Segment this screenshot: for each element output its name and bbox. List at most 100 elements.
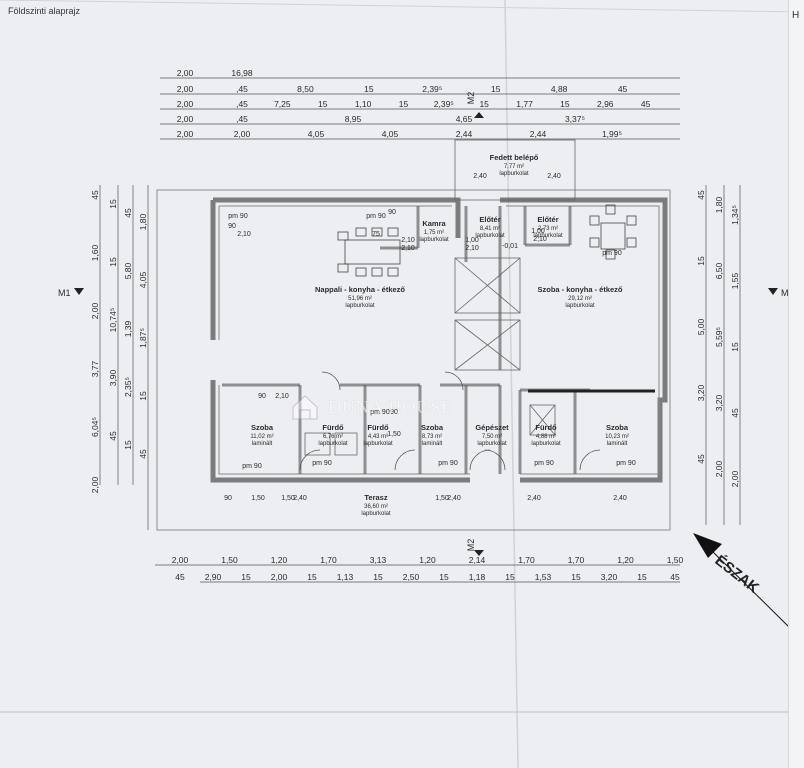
- room-name: Fürdő: [535, 423, 557, 432]
- dimension-label: 3,90: [108, 369, 118, 386]
- dimension-label: 1,34⁵: [730, 205, 740, 225]
- opening-label: pm 90: [602, 250, 622, 257]
- dimension-label: 45: [670, 572, 680, 582]
- dimension-label: 2,00: [90, 302, 100, 319]
- dimension-label: 1,20: [617, 555, 634, 565]
- dimension-label: 45: [696, 454, 706, 464]
- room-floor: lapburkolat: [361, 511, 391, 517]
- dimension-label: 2,00: [234, 129, 251, 139]
- room-name: Előtér: [537, 215, 558, 224]
- dimension-label: 45: [123, 208, 133, 218]
- section-label-bottom: M2: [466, 539, 476, 552]
- dimension-label: 2,00: [172, 555, 189, 565]
- house-logo-icon: [292, 395, 318, 420]
- opening-label: 2,40: [613, 495, 627, 502]
- room-floor: laminált: [422, 441, 443, 447]
- opening-label: pm 90: [438, 460, 458, 467]
- room-name: Szoba: [606, 423, 629, 432]
- dimension-label: 1,99⁵: [602, 129, 622, 139]
- dimension-label: 3,77: [90, 360, 100, 377]
- dimension-label: 1,10: [355, 99, 372, 109]
- opening-label: 1,50: [251, 495, 265, 502]
- dimension-label: 1,80: [138, 213, 148, 230]
- room-area: 36,60 m²: [364, 504, 388, 510]
- dimension-label: 15: [696, 256, 706, 266]
- opening-label: 90: [228, 223, 236, 230]
- duna-house-watermark: DUNA HOUSE: [290, 393, 454, 421]
- opening-label: 2,40: [547, 173, 561, 180]
- opening-label: 90: [390, 409, 398, 416]
- opening-label: 1,50: [435, 495, 449, 502]
- dimension-label: 15: [505, 572, 515, 582]
- opening-label: 1,50: [387, 431, 401, 438]
- dimension-label: 15: [479, 99, 489, 109]
- room-area: 7,50 m²: [482, 434, 502, 440]
- opening-label: pm 90: [242, 463, 262, 470]
- dimension-label: 8,50: [297, 84, 314, 94]
- dimension-label: 4,88: [551, 84, 568, 94]
- room-name: Szoba: [251, 423, 274, 432]
- title-block-header: H: [792, 10, 800, 21]
- opening-label: pm 90: [312, 460, 332, 467]
- opening-label: pm 90: [616, 460, 636, 467]
- opening-label: 1,50: [281, 495, 295, 502]
- opening-label: 75: [372, 231, 380, 238]
- dimension-label: 2,14: [469, 555, 486, 565]
- dimension-label: 8,95: [345, 114, 362, 124]
- room-name: Fürdő: [322, 423, 344, 432]
- dimension-label: 1,53: [535, 572, 552, 582]
- dimension-label: 2,90: [205, 572, 222, 582]
- room-name: Fedett belépő: [490, 153, 539, 162]
- room-area: 29,12 m²: [568, 296, 592, 302]
- dimension-label: 1,50: [221, 555, 238, 565]
- opening-label: 2,10: [401, 237, 415, 244]
- room-area: 4,88 m²: [536, 434, 556, 440]
- dimension-label: 1,60: [90, 244, 100, 261]
- dimension-label: 2,00: [177, 99, 194, 109]
- dimension-label: 15: [560, 99, 570, 109]
- dimension-label: 15: [108, 199, 118, 209]
- room-floor: lapburkolat: [363, 441, 393, 447]
- opening-label: 2,10: [465, 245, 479, 252]
- room-area: 8,41 m²: [480, 226, 500, 232]
- opening-label: 2,40: [527, 495, 541, 502]
- opening-label: 2,10: [401, 245, 415, 252]
- room-floor: lapburkolat: [499, 171, 529, 177]
- dimension-label: 16,98: [231, 68, 253, 78]
- dimension-label: 1,87⁵: [138, 328, 148, 348]
- dimension-label: 15: [439, 572, 449, 582]
- dimension-label: 2,00: [271, 572, 288, 582]
- dimension-label: 2,44: [456, 129, 473, 139]
- dimension-label: 15: [123, 440, 133, 450]
- opening-label: pm 90: [366, 213, 386, 220]
- dimension-label: ,45: [236, 114, 248, 124]
- section-label-right: M1: [781, 288, 794, 298]
- dimension-label: 45: [138, 449, 148, 459]
- dimension-label: 15: [307, 572, 317, 582]
- dimension-label: 15: [108, 257, 118, 267]
- opening-label: 90: [258, 393, 266, 400]
- dimension-label: 2,35⁵: [123, 377, 133, 397]
- dimension-label: 45: [108, 431, 118, 441]
- room-area: 4,43 m²: [368, 434, 388, 440]
- dimension-label: 3,20: [601, 572, 618, 582]
- dimension-label: 6,50: [714, 262, 724, 279]
- room-name: Terasz: [364, 493, 387, 502]
- dimension-label: 45: [90, 190, 100, 200]
- title-block-strip: [788, 0, 804, 768]
- dimension-label: 2,00: [730, 470, 740, 487]
- room-floor: lapburkolat: [318, 441, 348, 447]
- room-floor: lapburkolat: [565, 303, 595, 309]
- room-name: Előtér: [479, 215, 500, 224]
- section-label-top: M2: [466, 92, 476, 105]
- dimension-label: 1,55: [730, 272, 740, 289]
- room-area: 6,76 m²: [323, 434, 343, 440]
- dimension-label: 5,59⁵: [714, 327, 724, 347]
- dimension-label: 4,05: [138, 271, 148, 288]
- dimension-label: 2,44: [530, 129, 547, 139]
- room-floor: laminált: [252, 441, 273, 447]
- dimension-label: 1,13: [337, 572, 354, 582]
- dimension-label: 15: [241, 572, 251, 582]
- dimension-label: 15: [571, 572, 581, 582]
